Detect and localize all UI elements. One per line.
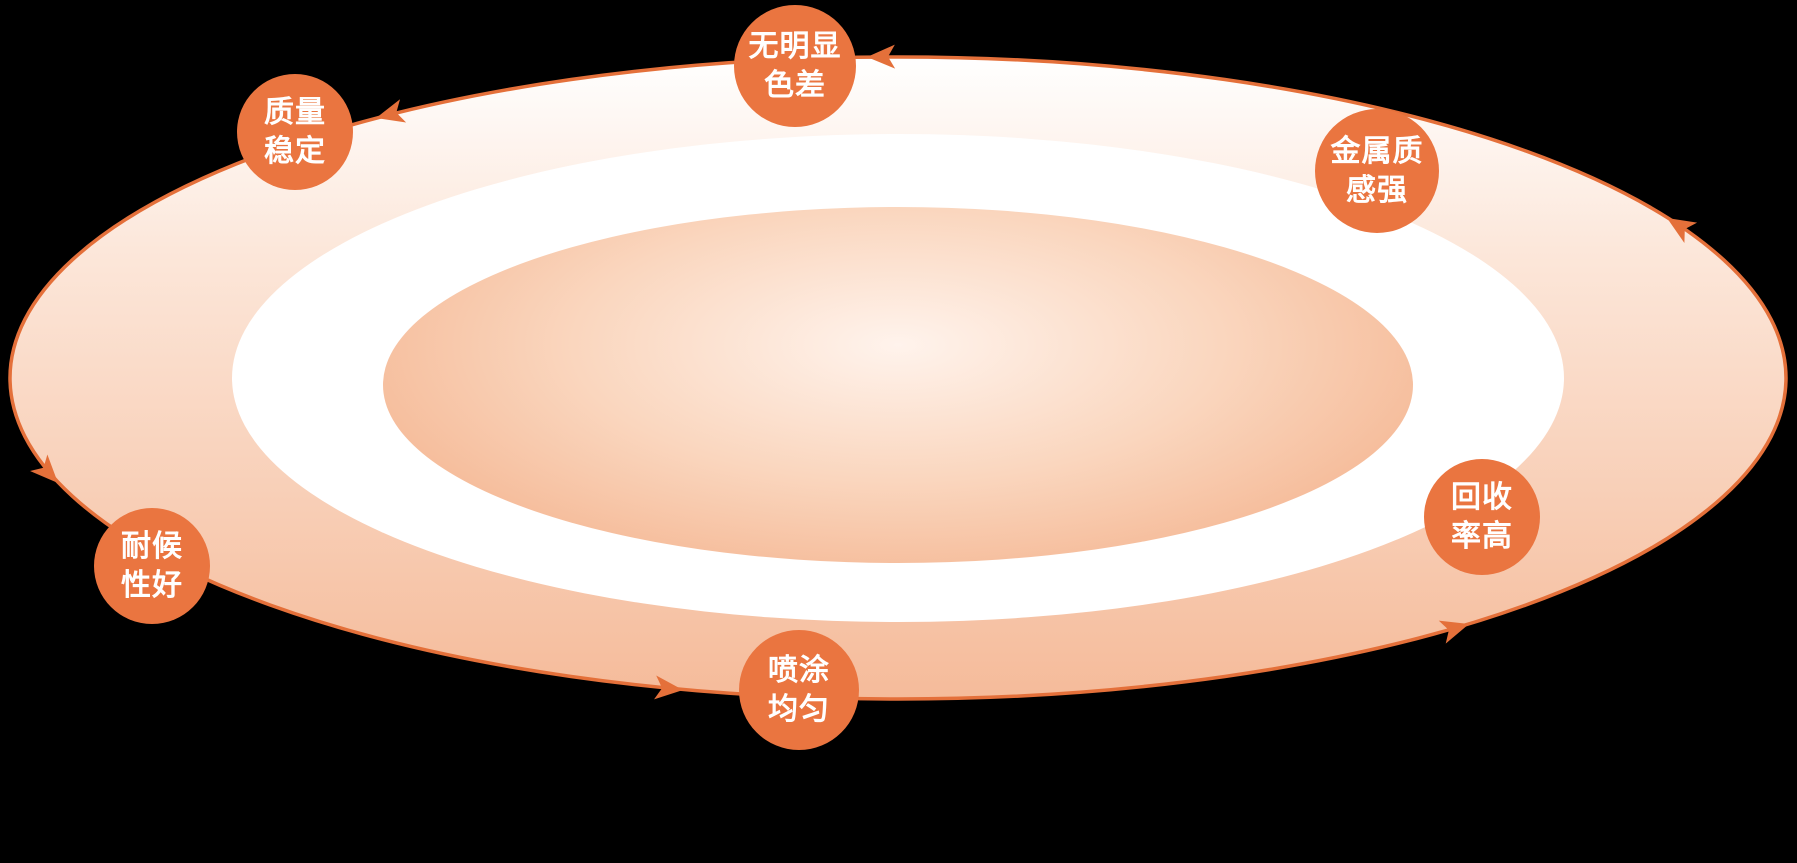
badge-label-line: 金属质 [1330,134,1424,169]
badge-good-weather-resistance: 耐候 性好 [94,508,210,624]
badge-high-recovery-rate: 回收 率高 [1424,459,1540,575]
badge-label-line: 率高 [1451,519,1513,554]
badge-label-line: 色差 [764,68,826,103]
badge-stable-quality: 质量 稳定 [237,74,353,190]
badge-label-line: 稳定 [264,134,326,169]
badge-label-line: 性好 [121,568,183,603]
badge-label-line: 喷涂 [768,653,830,688]
flow-arrowhead-top [867,44,896,69]
badge-strong-metallic-texture: 金属质 感强 [1315,109,1439,233]
flow-arrowhead-upper-left [376,99,407,123]
badge-label-line: 质量 [264,95,326,130]
badge-label-line: 感强 [1346,173,1408,208]
badge-label-line: 无明显 [748,29,842,64]
badge-uniform-spraying: 喷涂 均匀 [739,630,859,750]
flow-arrows [30,44,1698,700]
flow-arrowhead-bottom [654,675,683,700]
inner-gradient-ellipse [383,207,1413,563]
badge-no-visible-color-difference: 无明显 色差 [734,5,856,127]
flow-arrowhead-left [30,454,58,483]
badge-label-line: 耐候 [121,529,183,564]
badge-label-line: 回收 [1451,480,1513,515]
flow-arrowhead-upper-right [1667,218,1698,244]
badge-label-line: 均匀 [768,692,830,727]
flow-arrowhead-lower-right [1438,620,1469,644]
